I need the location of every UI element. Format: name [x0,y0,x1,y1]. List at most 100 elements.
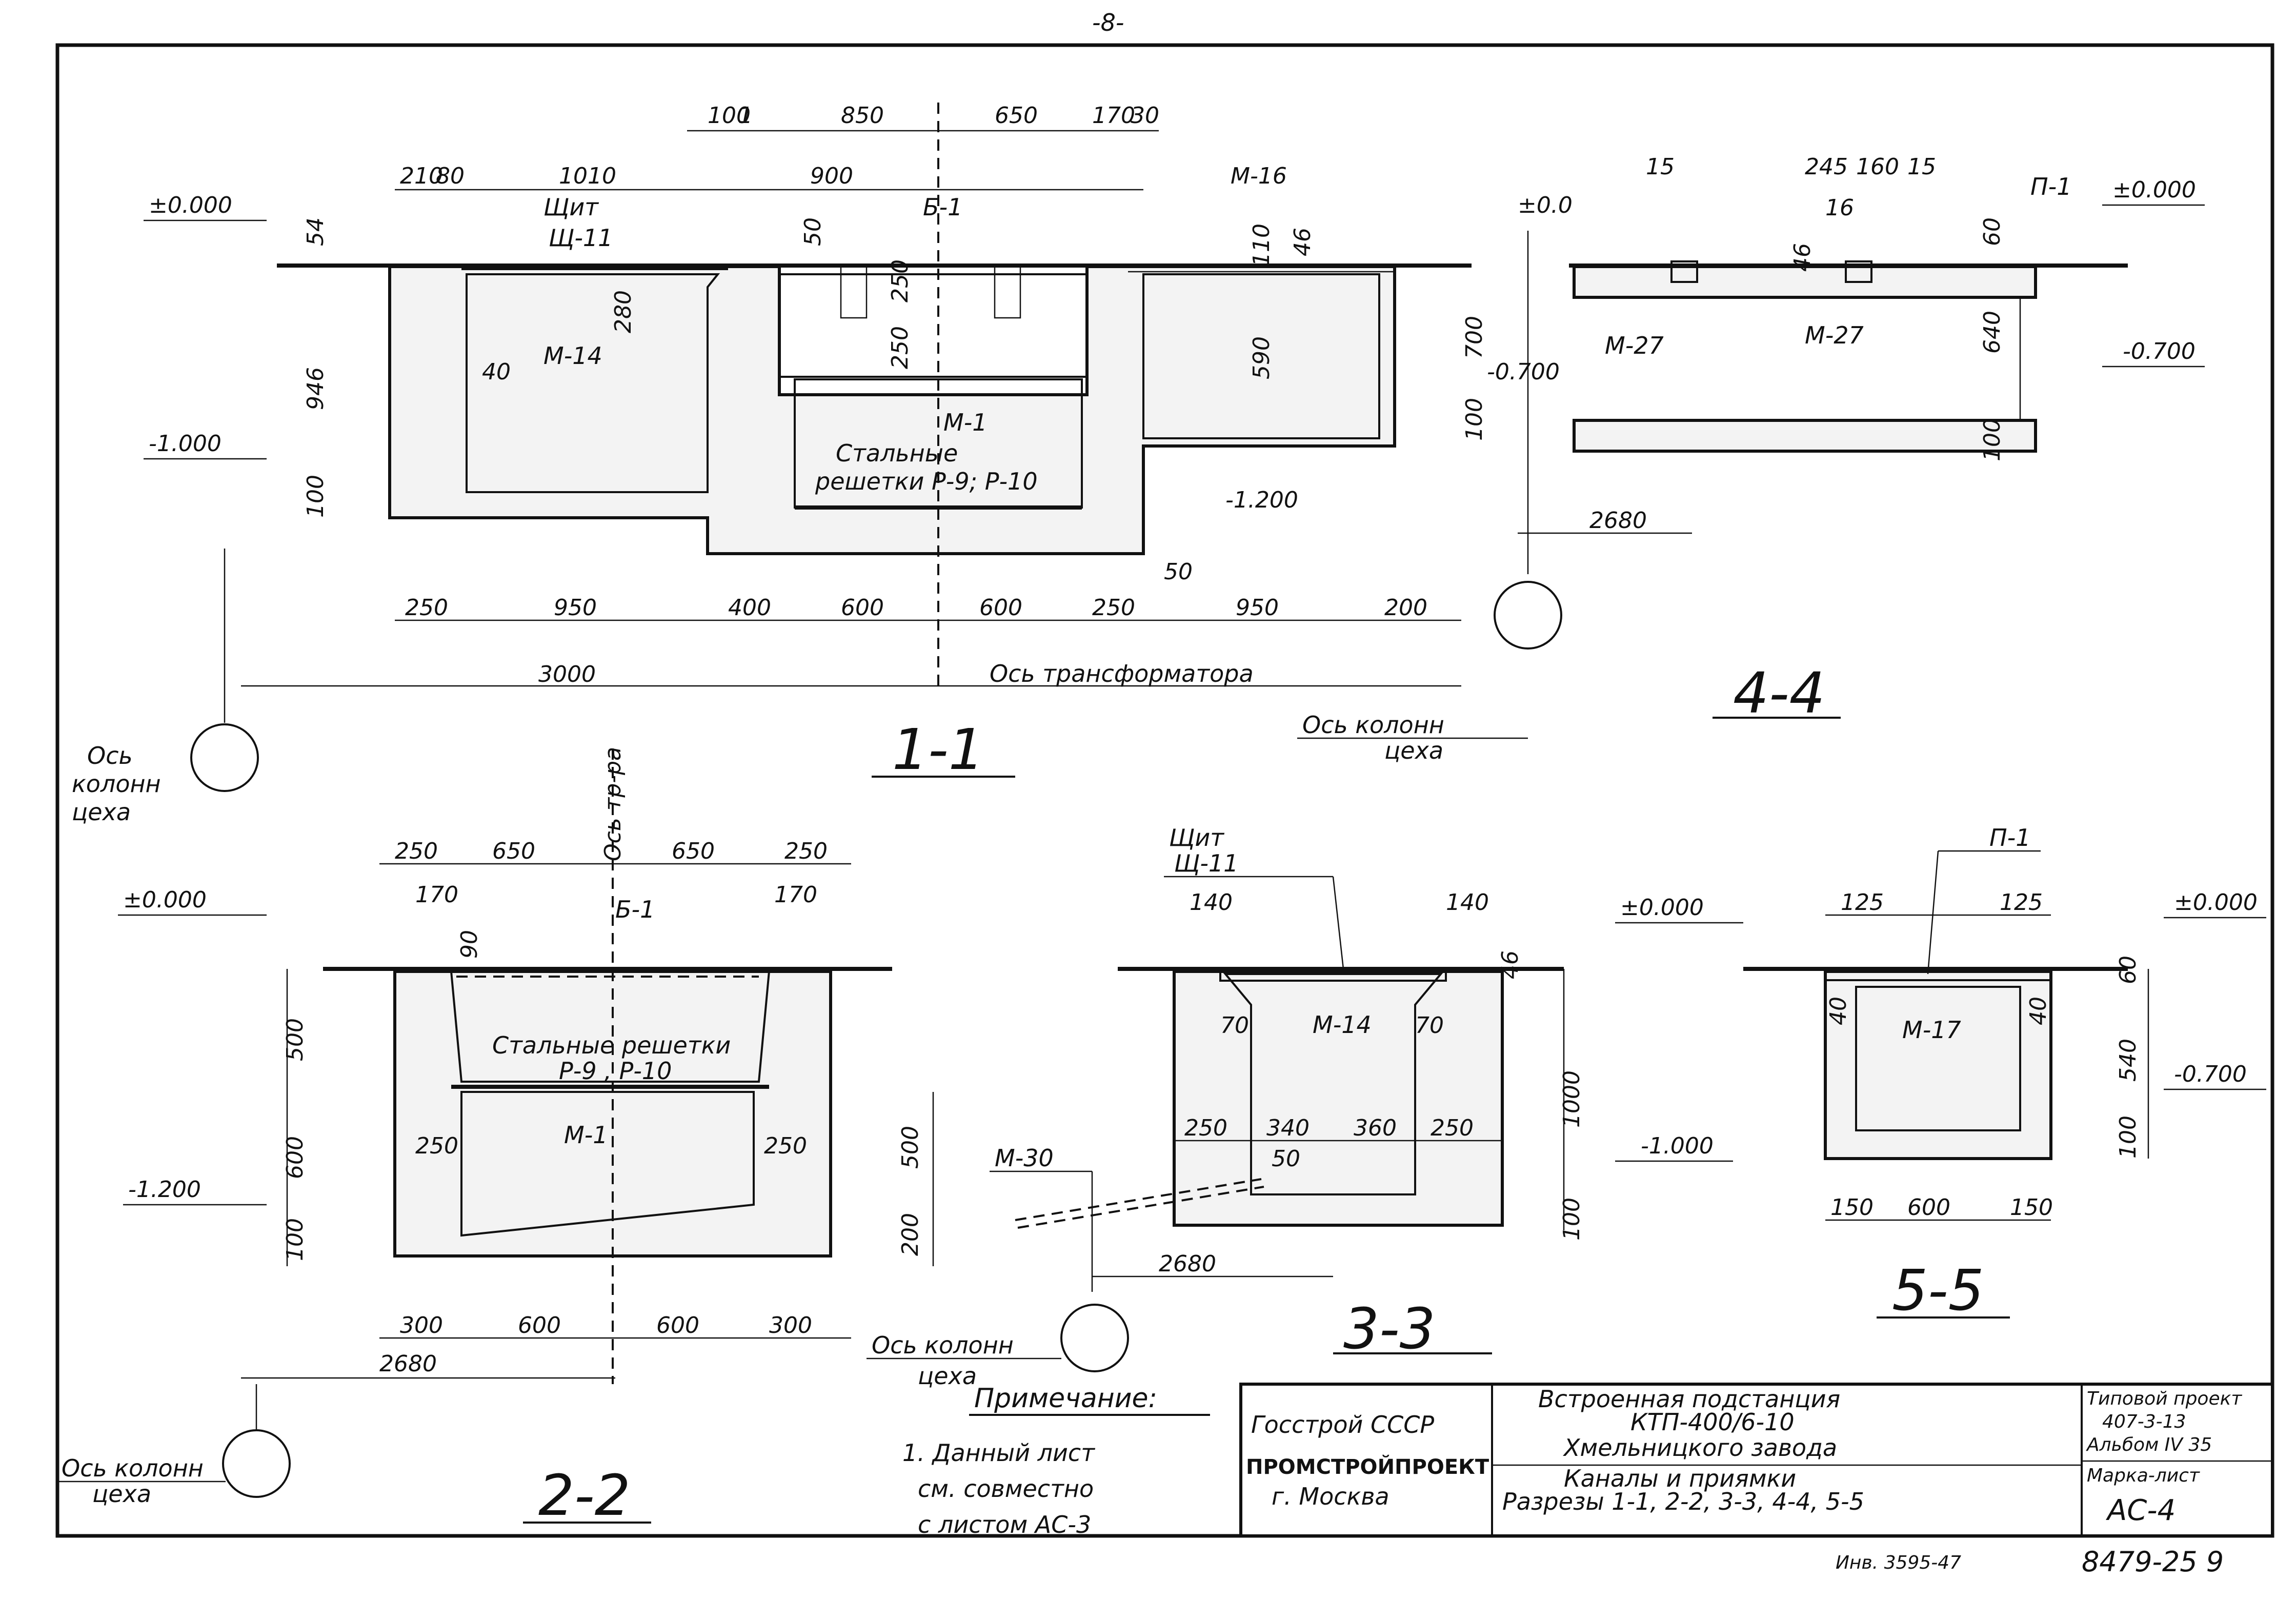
dim-text: 170 [774,882,817,908]
dim-text: 700 [1461,316,1487,359]
note-heading: Примечание: [974,1383,1157,1414]
dim-text: 150 [2010,1194,2053,1221]
middle-pit [778,273,1088,378]
axis-circle [1494,581,1562,650]
dim-text: 2680 [1159,1251,1216,1277]
dim-text: 50 [1272,1146,1300,1172]
dim-text: 300 [769,1312,812,1339]
section-title: 2-2 [538,1463,631,1528]
sheet-frame [55,43,2274,1538]
dim-text: 340 [1266,1115,1310,1141]
dim-text: 1 [738,103,753,129]
dim-text: 1000 [1559,1070,1585,1128]
dim-text: 125 [2000,889,2043,916]
elevation-label: ±0.000 [123,887,207,913]
dim-text: 600 [518,1312,561,1339]
section-title: 5-5 [1892,1258,1984,1323]
dim-text: 40 [1825,997,1851,1025]
title-marka-value: АС-4 [2106,1494,2176,1527]
panel-code: Щ-11 [549,224,613,252]
note-line: см. совместно [918,1475,1094,1503]
dim-text: 150 [1830,1194,1874,1221]
mark-label: М-27 [1605,332,1664,359]
pit [1855,986,2021,1131]
title-desc: Каналы и приямки [1564,1465,1796,1492]
dim-text: 100 [1559,1198,1585,1241]
section-3-3: Щит Щ-11 140 140 ±0.000 -1.000 М-14 70 7… [867,824,1743,1390]
title-desc: Хмельницкого завода [1563,1434,1837,1462]
dim-text: 100 [1979,418,2005,461]
mark-label: П-1 [2030,173,2071,200]
page-number: -8- [1092,9,1124,36]
grating-text: решетки Р-9; Р-10 [815,468,1038,495]
mark-b1: Б-1 [615,896,655,923]
elevation-label: -0.700 [2174,1061,2247,1087]
title-desc: Встроенная подстанция [1538,1385,1840,1413]
dim-text: 110 [1248,224,1275,267]
dim-text: 280 [610,290,636,333]
channel-concrete [1173,970,1504,1227]
dim-text: 140 [1190,889,1233,916]
section-title: 3-3 [1343,1296,1436,1362]
title-org: г. Москва [1272,1483,1389,1510]
dim-text: 650 [492,838,535,864]
mark-label: М-27 [1805,321,1864,349]
mark-label: М-16 [1231,163,1287,189]
dim-text: 100 [2115,1116,2141,1159]
axis-label: Ось тр-ра [600,747,626,861]
beam-b1-b [994,266,1021,319]
dim-text: 2680 [1589,508,1647,534]
dim-text: 245 [1805,154,1848,180]
dim-text: 2680 [379,1351,437,1377]
dim-text: 250 [395,838,438,864]
dim-text: 70 [1415,1012,1444,1039]
leader [1332,876,1344,969]
elevation-label: -1.000 [149,431,221,457]
panel-label: Щит [543,193,599,221]
dim-text: 100 [303,475,329,518]
dim-text: 250 [887,259,913,302]
channel-concrete [1824,970,2052,1160]
dim-text: 100 [708,103,751,129]
pit-upper [450,970,771,1083]
mark-p1: П-1 [1989,824,2030,851]
dim-text: 50 [800,217,826,246]
dim-text: 400 [728,595,771,621]
dim-text: 650 [672,838,715,864]
mark-b1: Б-1 [923,193,962,221]
dim-text: 360 [1354,1115,1397,1141]
panel-label: Щит [1169,824,1224,851]
dim-text: 850 [841,103,884,129]
dim-text: 1010 [559,163,616,189]
elevation-label: -1.200 [1225,487,1298,513]
axis-circle [222,1429,291,1498]
mark-m1: М-1 [943,409,988,436]
dim-text: 16 [1825,195,1854,221]
leader [1927,850,1939,975]
section-title: 1-1 [892,717,984,782]
dim-text: 46 [1789,243,1816,272]
axis-text: цеха [918,1362,977,1390]
axis-text: колонн [72,770,161,798]
beam-b1-a [840,266,868,319]
sheet-code: 8479-25 9 [2082,1546,2224,1578]
dim-text: 210 [400,163,443,189]
axis-text: Ось [87,742,133,769]
axis-callout-bottom-left: Ось колонн цеха [56,1384,291,1508]
dim-text: 950 [554,595,597,621]
section-2-2: Ось тр-ра 250 650 650 250 170 170 90 ±0.… [118,747,934,1528]
dim-text: 70 [1220,1012,1249,1039]
dim-text: 590 [1248,336,1275,379]
mark-m30: М-30 [995,1144,1054,1172]
elevation-label: -1.200 [128,1177,201,1203]
grating-text: Стальные решетки [492,1031,731,1059]
dim-text: 300 [400,1312,443,1339]
title-album: Альбом IV 35 [2086,1434,2212,1455]
channel-m27 [1845,260,1872,283]
dim-text: 540 [2115,1039,2141,1082]
mark-m1: М-1 [564,1121,608,1149]
dim-text: 250 [1092,595,1135,621]
grating-text: Стальные [836,439,958,467]
pipe-m30 [1015,1178,1262,1221]
channel-m27 [1670,260,1698,283]
